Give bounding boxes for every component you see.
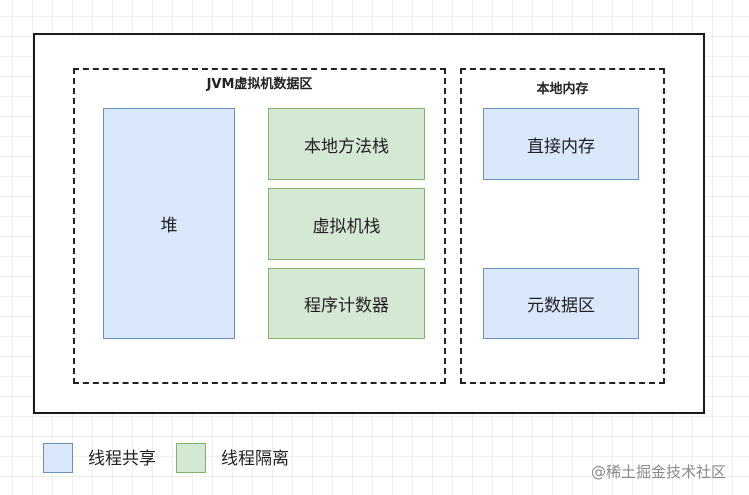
jvm-data-region [73, 68, 446, 384]
program-counter-box: 程序计数器 [268, 268, 425, 339]
native-memory-region [460, 68, 665, 384]
legend-swatch-thread-shared [43, 443, 73, 473]
native-memory-region-title: 本地内存 [536, 82, 589, 97]
native-method-stack-box: 本地方法栈 [268, 108, 425, 180]
jvm-region-title: JVM虚拟机数据区 [206, 77, 313, 92]
watermark: @稀土掘金技术社区 [591, 463, 727, 481]
legend-swatch-thread-isolated [176, 443, 206, 473]
vm-stack-box: 虚拟机栈 [268, 188, 425, 260]
metaspace-box: 元数据区 [483, 268, 639, 339]
legend-label-thread-shared: 线程共享 [88, 449, 156, 469]
heap-box: 堆 [103, 108, 235, 339]
legend-label-thread-isolated: 线程隔离 [221, 449, 289, 469]
direct-memory-box: 直接内存 [483, 108, 639, 180]
